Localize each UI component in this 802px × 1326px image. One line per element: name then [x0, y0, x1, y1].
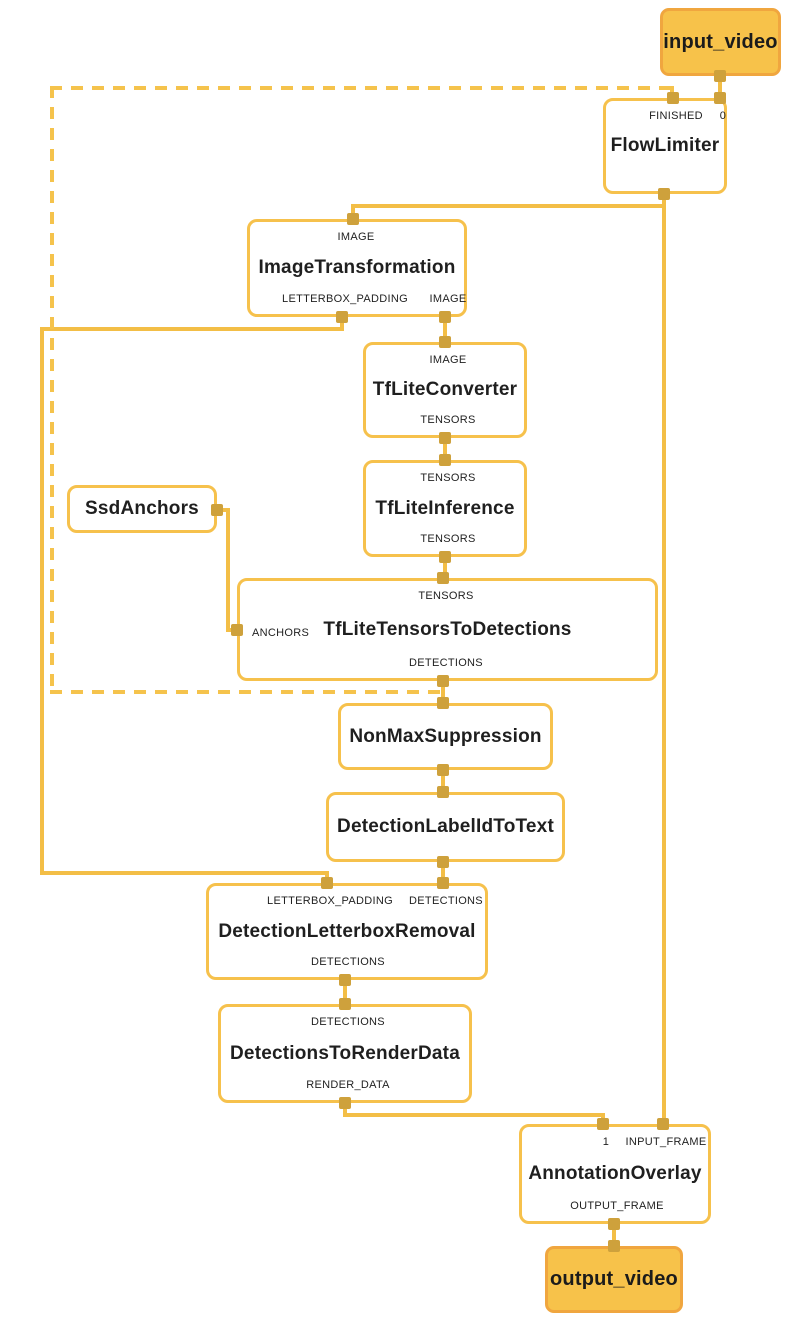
edge-tfliteconverter-to-tfliteinference	[443, 436, 447, 462]
port-marker	[339, 974, 351, 986]
node-non-max-suppression[interactable]: NonMaxSuppression	[338, 703, 553, 770]
port-label: DETECTIONS	[409, 657, 483, 669]
node-flow-limiter[interactable]: FlowLimiter FINISHED 0	[603, 98, 727, 194]
node-title: NonMaxSuppression	[349, 725, 542, 747]
port-marker	[347, 213, 359, 225]
port-label: 1	[602, 1136, 610, 1148]
port-label: 0	[719, 110, 727, 122]
node-title: ImageTransformation	[258, 257, 456, 278]
port-label: TENSORS	[420, 533, 476, 545]
port-label: OUTPUT_FRAME	[570, 1200, 664, 1212]
edge-detections-back-to-flowlimiter-finished	[50, 86, 54, 694]
port-marker	[439, 336, 451, 348]
node-title: TfLiteInference	[375, 497, 515, 519]
port-label: IMAGE	[429, 354, 467, 366]
port-marker	[658, 188, 670, 200]
edge-imagetransformation-letterboxpadding-to-letterboxremoval	[40, 327, 44, 875]
port-marker	[437, 697, 449, 709]
edge-imagetransformation-letterboxpadding-to-letterboxremoval	[340, 315, 344, 331]
port-label: TENSORS	[420, 414, 476, 426]
edge-renderdata-to-annotationoverlay-1	[343, 1113, 605, 1117]
edge-flowlimiter-to-imagetransformation-image	[351, 204, 355, 221]
port-label: LETTERBOX_PADDING	[282, 293, 408, 305]
edge-imagetransformation-letterboxpadding-to-letterboxremoval	[40, 327, 344, 331]
node-detection-letterbox-removal[interactable]: DetectionLetterboxRemoval LETTERBOX_PADDI…	[206, 883, 488, 980]
edge-tfliteinference-to-tensorstodetections	[443, 555, 447, 580]
node-detections-to-render-data[interactable]: DetectionsToRenderData DETECTIONS RENDER_D…	[218, 1004, 472, 1103]
node-output-video[interactable]: output_video	[545, 1246, 683, 1313]
edge-detections-back-to-flowlimiter-finished	[50, 690, 445, 694]
node-tflite-converter[interactable]: TfLiteConverter IMAGE TENSORS	[363, 342, 527, 438]
edge-imagetransformation-image-to-tfliteconverter	[443, 315, 447, 344]
edge-letterboxremoval-to-renderdata	[343, 978, 347, 1006]
node-ssd-anchors[interactable]: SsdAnchors	[67, 485, 217, 533]
edge-flowlimiter-to-annotationoverlay-inputframe	[662, 192, 666, 1126]
port-label: TENSORS	[418, 590, 474, 602]
edge-imagetransformation-letterboxpadding-to-letterboxremoval	[40, 871, 329, 875]
port-marker	[597, 1118, 609, 1130]
port-marker	[321, 877, 333, 889]
node-title: TfLiteTensorsToDetections	[323, 618, 572, 640]
port-marker	[439, 551, 451, 563]
port-label: DETECTIONS	[311, 1016, 385, 1028]
port-marker	[437, 786, 449, 798]
node-title: DetectionLetterboxRemoval	[218, 920, 476, 942]
edge-flowlimiter-to-imagetransformation-image	[351, 204, 666, 208]
port-marker	[608, 1218, 620, 1230]
port-marker	[714, 92, 726, 104]
port-marker	[437, 675, 449, 687]
edge-annotationoverlay-to-outputvideo	[612, 1222, 616, 1248]
port-marker	[667, 92, 679, 104]
edge-inputvideo-to-flowlimiter-0	[718, 74, 722, 100]
port-marker	[231, 624, 243, 636]
node-title: FlowLimiter	[610, 135, 720, 156]
node-title: DetectionsToRenderData	[230, 1042, 460, 1064]
port-marker	[437, 877, 449, 889]
port-label: DETECTIONS	[311, 956, 385, 968]
edge-detections-back-to-flowlimiter-finished	[50, 86, 674, 90]
port-label: IMAGE	[337, 231, 375, 243]
port-marker	[608, 1240, 620, 1252]
edge-labelidtotext-to-letterboxremoval-detections	[441, 860, 445, 885]
port-label: TENSORS	[420, 472, 476, 484]
node-tflite-tensors-to-detections[interactable]: TfLiteTensorsToDetections TENSORS ANCHORS D…	[237, 578, 658, 681]
port-label: DETECTIONS	[409, 895, 483, 907]
port-label: FINISHED	[649, 110, 703, 122]
node-annotation-overlay[interactable]: AnnotationOverlay 1 INPUT_FRAME OUTPUT_FRAM…	[519, 1124, 711, 1224]
node-detection-label-id-to-text[interactable]: DetectionLabelIdToText	[326, 792, 565, 862]
node-title: AnnotationOverlay	[528, 1163, 702, 1184]
node-input-video[interactable]: input_video	[660, 8, 781, 76]
port-label: RENDER_DATA	[306, 1079, 390, 1091]
node-title: SsdAnchors	[85, 498, 199, 519]
port-marker	[437, 764, 449, 776]
port-marker	[339, 998, 351, 1010]
port-marker	[439, 311, 451, 323]
port-label: INPUT_FRAME	[625, 1136, 707, 1148]
port-marker	[657, 1118, 669, 1130]
port-label: LETTERBOX_PADDING	[267, 895, 393, 907]
port-marker	[437, 856, 449, 868]
port-marker	[439, 432, 451, 444]
node-title: DetectionLabelIdToText	[337, 816, 554, 837]
port-marker	[439, 454, 451, 466]
port-marker	[339, 1097, 351, 1109]
node-title: input_video	[663, 30, 778, 53]
port-marker	[336, 311, 348, 323]
node-title: TfLiteConverter	[372, 379, 518, 400]
port-marker	[714, 70, 726, 82]
node-title: output_video	[550, 1268, 678, 1290]
edge-ssdanchors-to-anchors	[226, 508, 230, 632]
edge-renderdata-to-annotationoverlay-1	[343, 1101, 347, 1117]
port-marker	[437, 572, 449, 584]
port-marker	[211, 504, 223, 516]
port-label: IMAGE	[429, 293, 467, 305]
edge-nonmaxsuppression-to-labelidtotext	[441, 768, 445, 794]
port-label: ANCHORS	[252, 627, 310, 639]
